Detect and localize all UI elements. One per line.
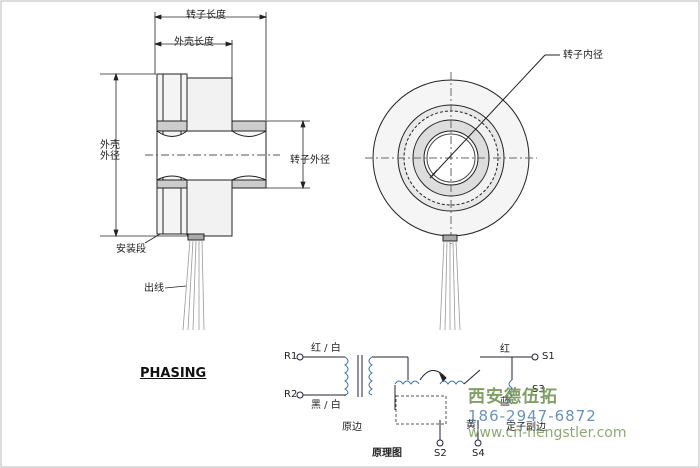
wire-blue: 蓝 <box>500 397 510 408</box>
housing-od-label: 外壳 外径 <box>100 140 120 162</box>
rotor-length-label: 转子长度 <box>186 10 226 21</box>
terminal-s4: S4 <box>472 448 485 459</box>
secondary-label: 定子副边 <box>506 422 546 433</box>
schematic-label: 原理图 <box>372 448 402 459</box>
wire-black-white: 黑 / 白 <box>311 400 341 411</box>
wire-yellow: 黄 <box>466 420 476 431</box>
watermark-company: 西安德伍拓 <box>468 387 558 407</box>
watermark-phone: 186-2947-6872 <box>468 407 597 425</box>
terminal-s3: S3 <box>532 384 545 395</box>
terminal-s1: S1 <box>542 351 555 362</box>
rotor-od-label: 转子外径 <box>290 155 330 166</box>
rotor-id-label: 转子内径 <box>563 50 603 61</box>
mount-label: 安装段 <box>116 244 146 255</box>
front-view <box>365 54 560 331</box>
terminal-r1: R1 <box>284 351 298 362</box>
side-dimensions <box>100 12 310 289</box>
phasing-title: PHASING <box>140 366 207 381</box>
wire-red: 红 <box>500 344 510 355</box>
primary-label: 原边 <box>342 422 362 433</box>
terminal-r2: R2 <box>284 389 298 400</box>
wire-red-white: 红 / 白 <box>311 343 341 354</box>
watermark: 西安德伍拓 186-2947-6872 www.cn-hengstler.com <box>468 382 627 441</box>
phasing-schematic <box>296 353 539 447</box>
watermark-url: www.cn-hengstler.com <box>468 425 627 441</box>
side-view <box>145 73 280 331</box>
terminal-s2: S2 <box>434 448 447 459</box>
leads-label: 出线 <box>144 283 164 294</box>
housing-length-label: 外壳长度 <box>174 37 214 48</box>
